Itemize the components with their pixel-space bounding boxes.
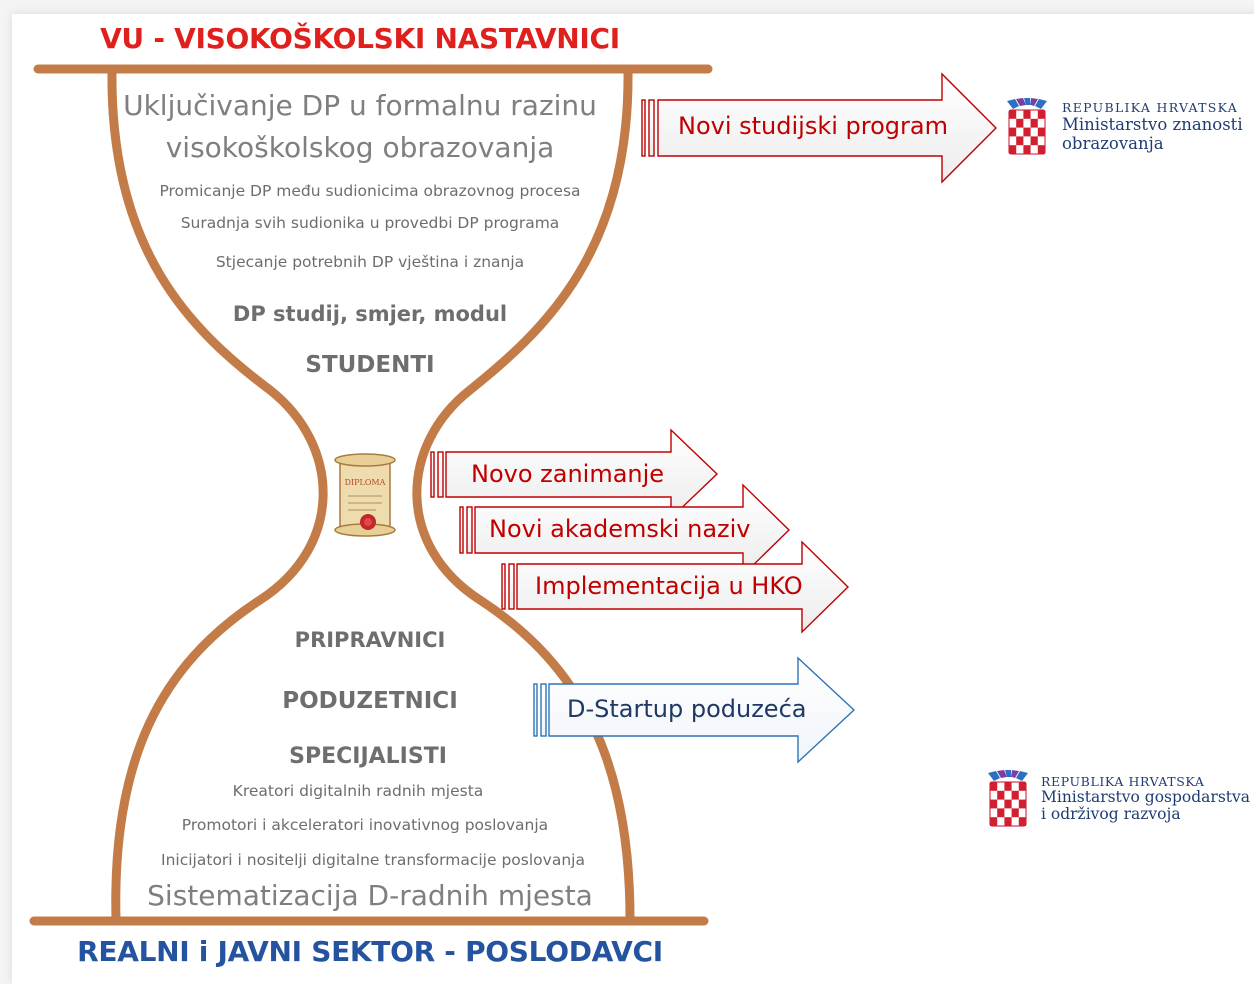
- hourglass-left-wall: [107, 66, 328, 924]
- croatian-coat-of-arms-icon: [1007, 98, 1047, 155]
- arrow-label-novi-studijski-program: Novi studijski program: [678, 112, 948, 140]
- arrow-label-implementacija-u-hko: Implementacija u HKO: [535, 572, 803, 600]
- top-title: VU - VISOKOŠKOLSKI NASTAVNICI: [100, 22, 620, 55]
- group-specijalisti: SPECIJALISTI: [289, 744, 447, 769]
- arrow-novo-zanimanje: [430, 428, 719, 520]
- group-poduzetnici: PODUZETNICI: [282, 688, 458, 714]
- diagram-panel: [12, 14, 1254, 984]
- logo-ministarstvo-gospodarstva: REPUBLIKA HRVATSKA Ministarstvo gospodar…: [1041, 774, 1250, 823]
- diploma-text: DIPLOMA: [345, 478, 386, 487]
- lower-item-3: Inicijatori i nositelji digitalne transf…: [161, 851, 585, 869]
- logo2-line2: Ministarstvo gospodarstva: [1041, 788, 1251, 806]
- lower-item-2: Promotori i akceleratori inovativnog pos…: [181, 816, 549, 834]
- upper-headline-line2: visokoškolskog obrazovanja: [165, 131, 555, 164]
- lower-item-1: Kreatori digitalnih radnih mjesta: [232, 782, 484, 800]
- arrow-label-novi-akademski-naziv: Novi akademski naziv: [489, 515, 751, 543]
- diploma-scroll-icon: DIPLOMA: [334, 453, 396, 537]
- arrow-label-novo-zanimanje: Novo zanimanje: [471, 460, 665, 488]
- arrow-novi-studijski-program: [641, 72, 997, 184]
- arrow-label-d-startup-poduzeca: D-Startup poduzeća: [567, 695, 807, 723]
- upper-item-3: Stjecanje potrebnih DP vještina i znanja: [215, 253, 525, 271]
- lower-footer: Sistematizacija D-radnih mjesta: [147, 879, 593, 912]
- upper-item-1: Promicanje DP među sudionicima obrazovno…: [159, 182, 581, 200]
- logo-ministarstvo-znanosti: REPUBLIKA HRVATSKA Ministarstvo znanosti…: [1062, 100, 1243, 153]
- upper-item-2: Suradnja svih sudionika u provedbi DP pr…: [180, 214, 560, 232]
- group-pripravnici: PRIPRAVNICI: [294, 628, 446, 652]
- logo2-line3: i održivog razvoja: [1041, 805, 1181, 823]
- logo1-line3: obrazovanja: [1062, 134, 1164, 153]
- upper-headline: Uključivanje DP u formalnu razinu visoko…: [110, 85, 610, 169]
- bottom-title: REALNI i JAVNI SEKTOR - POSLODAVCI: [77, 935, 663, 968]
- croatian-coat-of-arms-icon: [988, 770, 1028, 827]
- upper-headline-line1: Uključivanje DP u formalnu razinu: [123, 89, 597, 122]
- students-label: STUDENTI: [305, 352, 435, 378]
- arrow-novi-akademski-naziv: [459, 483, 791, 577]
- logo1-line1: REPUBLIKA HRVATSKA: [1062, 100, 1239, 115]
- arrow-implementacija-u-hko: [501, 540, 850, 634]
- logo2-line1: REPUBLIKA HRVATSKA: [1041, 774, 1205, 789]
- program-label: DP studij, smjer, modul: [232, 302, 508, 326]
- arrow-d-startup-poduzeca: [533, 656, 856, 764]
- logo1-line2: Ministarstvo znanosti: [1062, 115, 1243, 134]
